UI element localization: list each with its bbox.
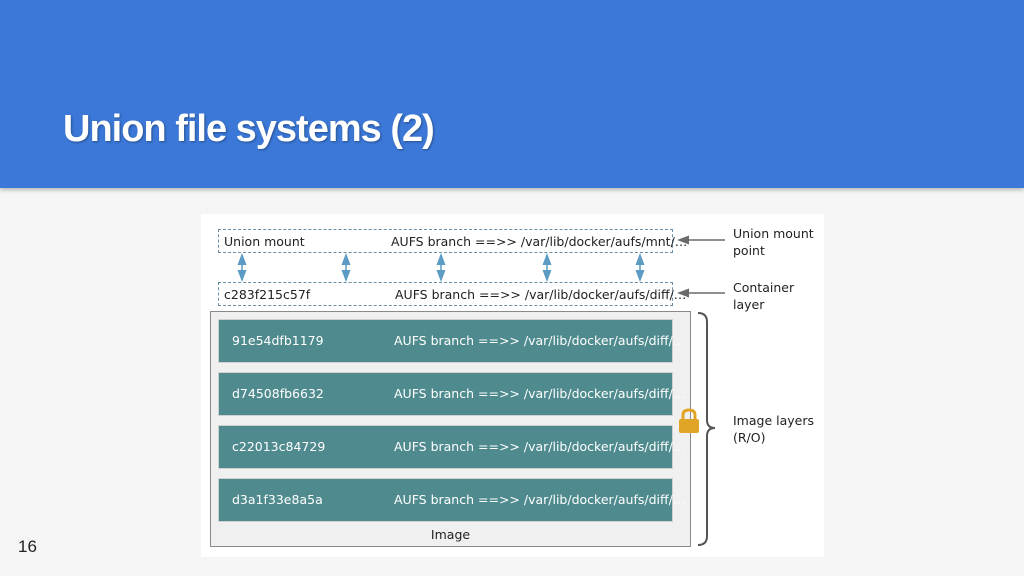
image-layer-id: 91e54dfb1179 <box>232 333 324 348</box>
annotation-container-layer: Container layer <box>733 279 794 313</box>
page-number: 16 <box>18 537 37 556</box>
image-layer-path: AUFS branch ==>> /var/lib/docker/aufs/di… <box>394 439 686 454</box>
container-layer-id: c283f215c57f <box>224 287 311 302</box>
slide-title: Union file systems (2) <box>63 108 435 150</box>
image-layer: 91e54dfb1179 AUFS branch ==>> /var/lib/d… <box>218 319 685 363</box>
image-layers-brace <box>697 312 716 546</box>
lock-icon <box>679 408 699 433</box>
slide-header: Union file systems (2) <box>0 0 1024 188</box>
image-frame: 91e54dfb1179 AUFS branch ==>> /var/lib/d… <box>210 311 691 547</box>
image-layer-path: AUFS branch ==>> /var/lib/docker/aufs/di… <box>394 386 686 401</box>
union-fs-diagram: Union mount AUFS branch ==>> /var/lib/do… <box>201 214 824 557</box>
annotation-line: point <box>733 243 765 258</box>
image-label: Image <box>430 527 471 542</box>
image-layer-id: c22013c84729 <box>232 439 326 454</box>
annotation-image-layers: Image layers (R/O) <box>733 412 814 446</box>
container-layer-path: AUFS branch ==>> /var/lib/docker/aufs/di… <box>395 287 687 302</box>
annotation-union-mount-point: Union mount point <box>733 225 814 259</box>
image-layer-path: AUFS branch ==>> /var/lib/docker/aufs/di… <box>394 333 686 348</box>
union-mount-box: Union mount AUFS branch ==>> /var/lib/do… <box>218 229 687 253</box>
image-layer-path: AUFS branch ==>> /var/lib/docker/aufs/di… <box>394 492 686 507</box>
image-layer-id: d3a1f33e8a5a <box>232 492 323 507</box>
annotation-line: Union mount <box>733 226 814 241</box>
connectors <box>237 235 725 546</box>
image-layer: d3a1f33e8a5a AUFS branch ==>> /var/lib/d… <box>218 478 685 522</box>
union-mount-label: Union mount <box>224 234 305 249</box>
annotation-line: Image layers <box>733 413 814 428</box>
container-layer-box: c283f215c57f AUFS branch ==>> /var/lib/d… <box>218 282 686 306</box>
annotation-line: Container <box>733 280 795 295</box>
image-layer-id: d74508fb6632 <box>232 386 324 401</box>
annotation-line: layer <box>733 297 765 312</box>
image-layer: c22013c84729 AUFS branch ==>> /var/lib/d… <box>218 425 685 469</box>
union-mount-path: AUFS branch ==>> /var/lib/docker/aufs/mn… <box>391 234 688 249</box>
image-layer: d74508fb6632 AUFS branch ==>> /var/lib/d… <box>218 372 685 416</box>
annotation-line: (R/O) <box>733 430 766 445</box>
